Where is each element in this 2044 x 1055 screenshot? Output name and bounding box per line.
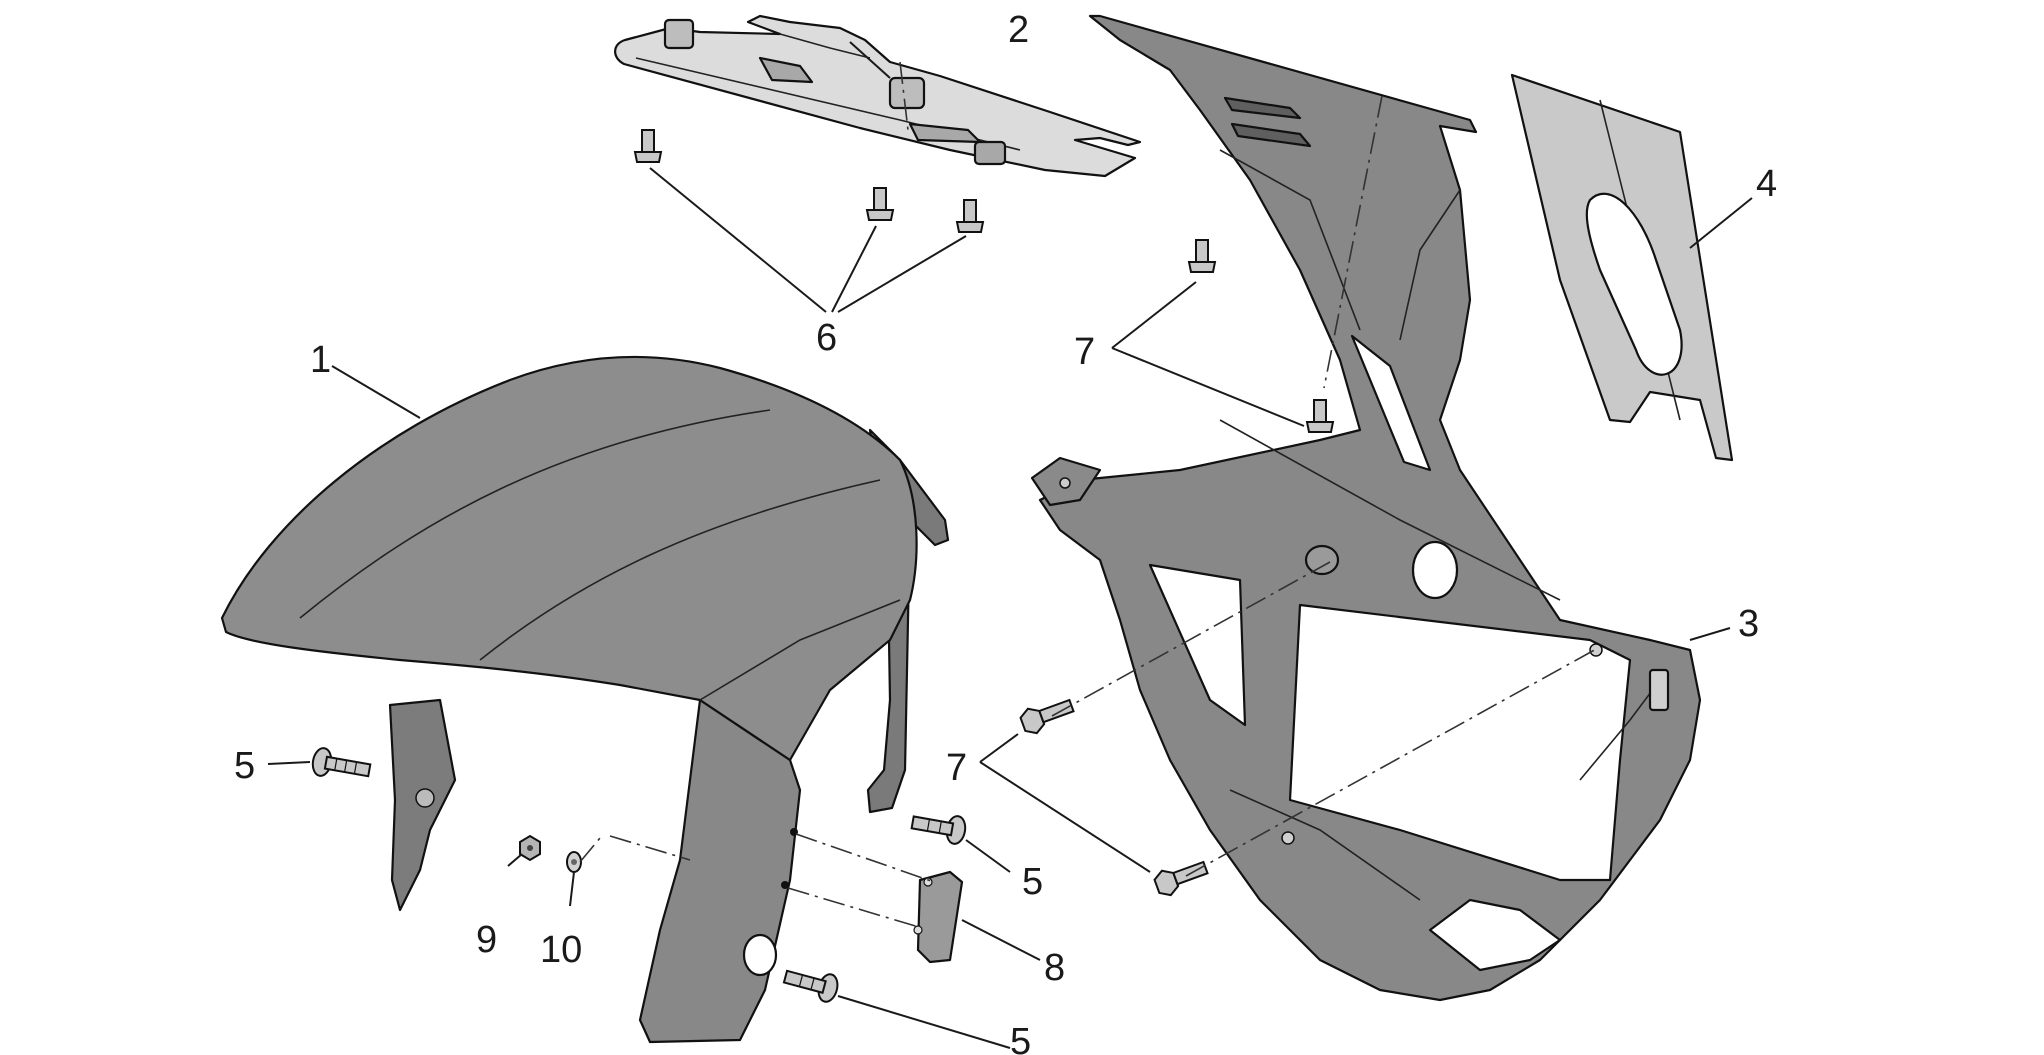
callout-5-middle: 5 <box>1022 861 1043 903</box>
part-3-fairing-frame <box>1030 14 1731 1002</box>
callout-labels: 1 2 3 4 5 5 5 6 7 7 8 9 10 <box>234 9 1777 1055</box>
callout-9: 9 <box>476 919 497 961</box>
callout-7-upper: 7 <box>1074 331 1095 373</box>
screw-5-bottom <box>782 969 839 1003</box>
screw-5-left <box>311 747 372 778</box>
callout-4: 4 <box>1756 163 1777 205</box>
screws-7-upper <box>1111 239 1335 433</box>
callout-3: 3 <box>1738 603 1759 645</box>
callout-6: 6 <box>816 317 837 359</box>
part-1-front-mudguard <box>220 355 950 1044</box>
callout-1: 1 <box>310 339 331 381</box>
screws-6 <box>633 129 985 313</box>
hardware <box>267 239 1335 1049</box>
screws-7-lower <box>979 698 1209 897</box>
callout-5-bottom: 5 <box>1010 1021 1031 1055</box>
callout-5-left: 5 <box>234 745 255 787</box>
washer-10 <box>566 851 582 873</box>
callout-2: 2 <box>1008 9 1029 51</box>
nut-9 <box>519 834 541 862</box>
assembly-axes <box>579 61 1599 929</box>
part-4-sticker <box>1510 73 1753 462</box>
callout-10: 10 <box>540 929 582 971</box>
screw-5-middle <box>910 815 967 845</box>
callout-7-lower: 7 <box>946 747 967 789</box>
part-2-mounting-plate <box>614 14 1142 178</box>
callout-8: 8 <box>1044 947 1065 989</box>
part-8-reflector <box>913 870 964 964</box>
